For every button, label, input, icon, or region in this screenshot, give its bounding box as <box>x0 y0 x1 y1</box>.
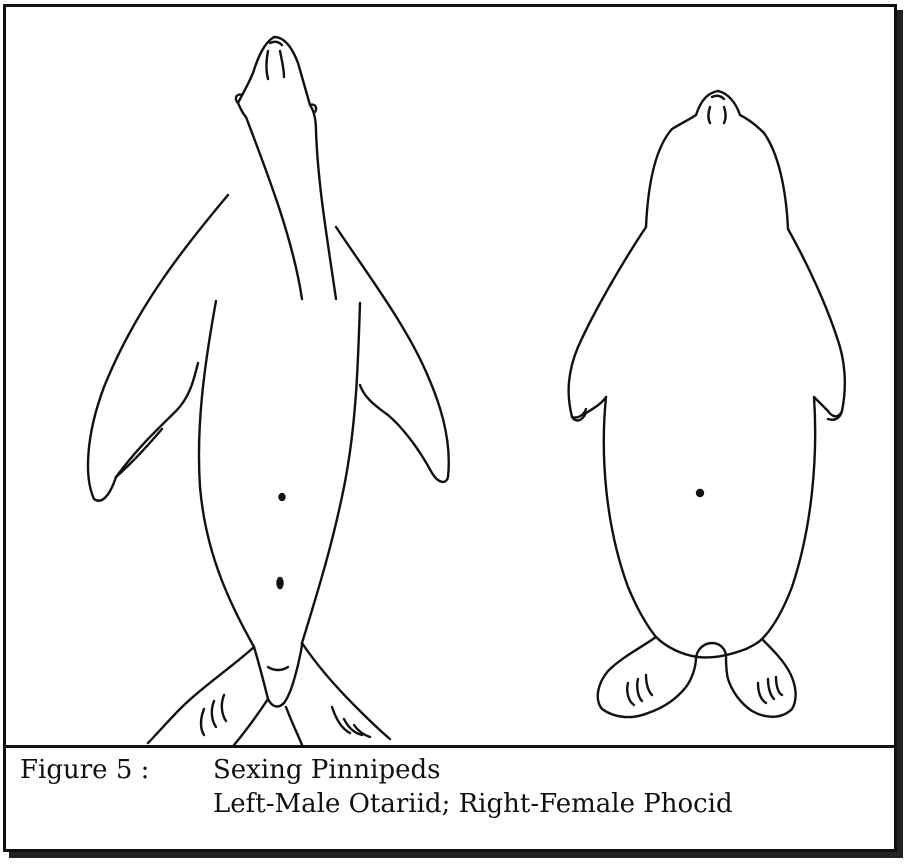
female-phocid-drawing <box>569 91 845 717</box>
male-otariid-drawing <box>88 37 449 745</box>
pinniped-illustrations <box>6 7 894 745</box>
figure-title: Sexing Pinnipeds <box>213 753 440 787</box>
figure-label: Figure 5 : <box>20 753 149 787</box>
illustration-area <box>6 7 894 748</box>
figure-subtitle: Left-Male Otariid; Right-Female Phocid <box>213 787 733 821</box>
figure-frame: Figure 5 : Sexing Pinnipeds Left-Male Ot… <box>3 4 897 852</box>
